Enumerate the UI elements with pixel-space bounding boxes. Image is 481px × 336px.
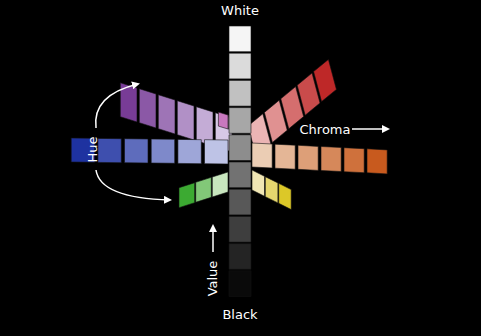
color-chip bbox=[177, 101, 194, 140]
top-label: White bbox=[221, 4, 259, 17]
color-chip bbox=[229, 135, 251, 161]
color-chip bbox=[218, 112, 228, 129]
color-chip bbox=[229, 162, 251, 188]
color-chip bbox=[229, 216, 251, 242]
color-chip bbox=[229, 271, 251, 297]
color-chip bbox=[229, 53, 251, 79]
hue-arrow-down bbox=[96, 170, 170, 200]
color-chip bbox=[367, 149, 387, 174]
axis-label: Chroma bbox=[300, 123, 351, 136]
color-chip bbox=[151, 139, 175, 163]
axis-label: Value bbox=[206, 260, 219, 296]
bottom-label: Black bbox=[222, 308, 257, 321]
color-chip bbox=[196, 177, 212, 202]
color-chip bbox=[252, 143, 272, 168]
color-chip bbox=[205, 140, 229, 164]
color-chip bbox=[179, 183, 195, 208]
hue-spokes-front bbox=[71, 138, 387, 210]
color-chip bbox=[229, 244, 251, 270]
value-arrow bbox=[212, 226, 214, 252]
color-chip bbox=[229, 189, 251, 215]
color-chip bbox=[314, 59, 337, 101]
color-chip bbox=[139, 89, 156, 128]
color-chip bbox=[252, 170, 265, 196]
axis-label: Hue bbox=[85, 136, 98, 162]
color-chip bbox=[229, 108, 251, 134]
color-chip bbox=[298, 145, 318, 170]
color-chip bbox=[158, 95, 175, 134]
color-chip bbox=[344, 148, 364, 173]
color-chip bbox=[265, 177, 278, 203]
color-chip bbox=[229, 80, 251, 106]
color-chip bbox=[229, 26, 251, 52]
color-chip bbox=[125, 139, 149, 163]
color-chip bbox=[275, 144, 295, 169]
color-chip bbox=[279, 183, 292, 209]
color-chip bbox=[178, 139, 201, 163]
value-column bbox=[229, 26, 251, 297]
color-chip bbox=[321, 147, 341, 172]
color-chip bbox=[98, 138, 121, 162]
color-chip bbox=[212, 172, 228, 197]
chroma-arrow bbox=[352, 128, 388, 130]
hue-arrow-up bbox=[96, 84, 138, 128]
